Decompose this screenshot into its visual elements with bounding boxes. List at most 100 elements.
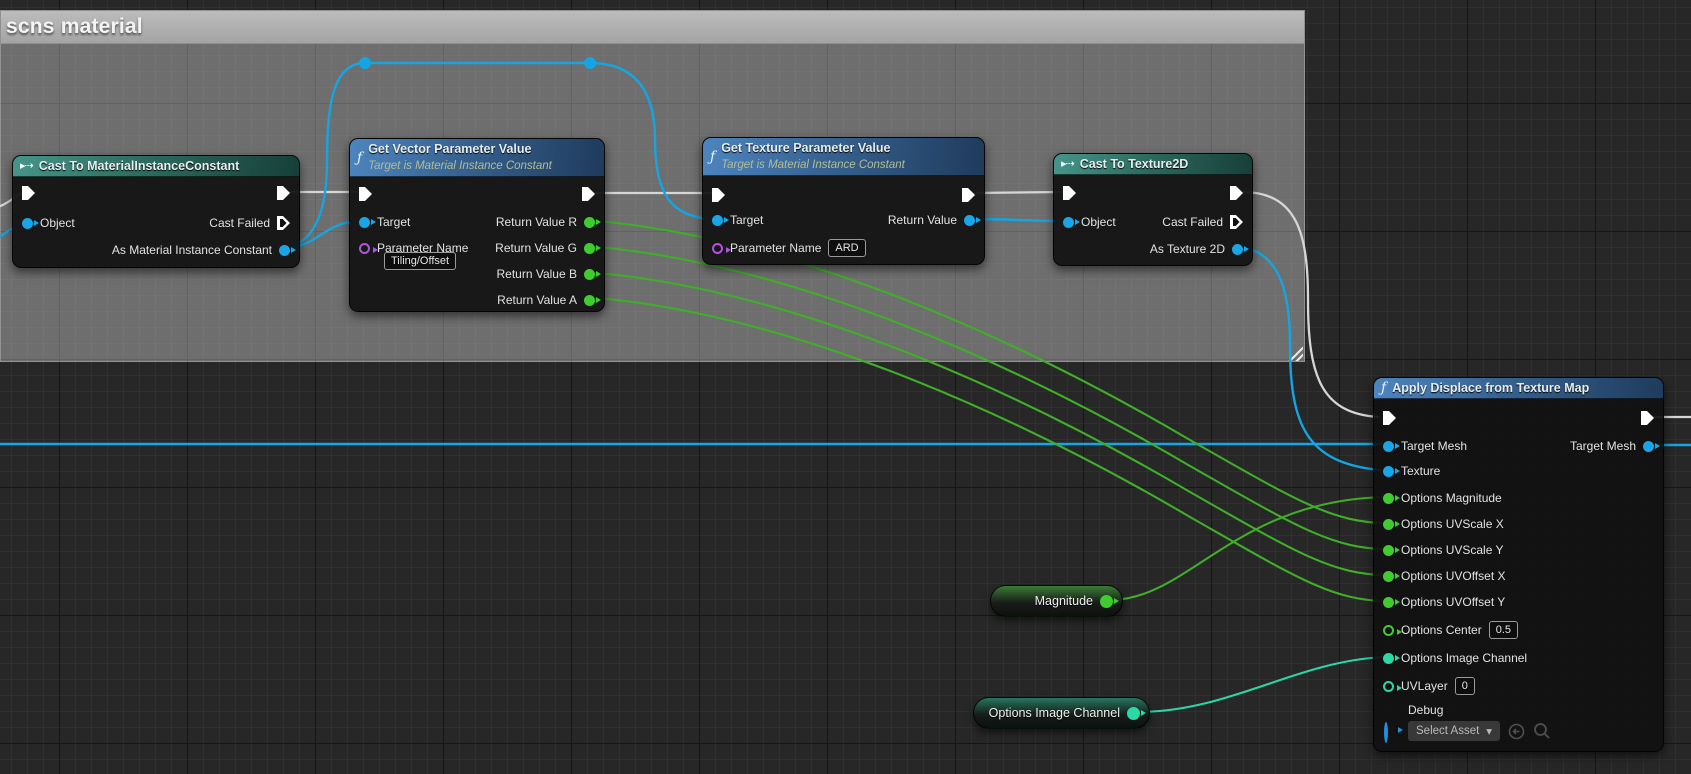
node-header[interactable]: ▸⇢ Cast To Texture2D <box>1054 154 1252 175</box>
pin-label: Options UVOffset X <box>1401 569 1506 583</box>
target-pin[interactable] <box>359 216 376 228</box>
comment-header[interactable]: scns material <box>0 10 1305 44</box>
options-image-channel-output-pin[interactable] <box>1127 706 1146 720</box>
use-selected-icon[interactable] <box>1508 723 1525 740</box>
node-header[interactable]: ƒ Get Vector Parameter Value Target is M… <box>350 139 604 177</box>
exec-in-pin[interactable] <box>22 186 35 200</box>
exec-in-pin[interactable] <box>359 187 372 201</box>
variable-node-options-image-channel[interactable]: Options Image Channel <box>973 697 1150 729</box>
comment-title-text: scns material <box>6 15 143 38</box>
function-icon: ƒ <box>357 149 363 166</box>
node-get-texture-parameter-value[interactable]: ƒ Get Texture Parameter Value Target is … <box>702 137 985 265</box>
node-cast-to-materialinstanceconstant[interactable]: ▸⇢ Cast To MaterialInstanceConstant Obje… <box>12 155 300 268</box>
pin-label: Return Value R <box>495 215 577 229</box>
function-icon: ƒ <box>710 148 716 165</box>
options-uvoffset-y-pin[interactable] <box>1383 596 1400 608</box>
pin-label: Return Value A <box>497 293 577 307</box>
options-magnitude-pin[interactable] <box>1383 492 1400 504</box>
return-value-r-pin[interactable] <box>584 216 601 228</box>
pin-label: Options Image Channel <box>1401 651 1528 665</box>
pin-label: Parameter Name <box>730 241 822 255</box>
parameter-name-pin[interactable] <box>712 242 731 254</box>
chevron-down-icon: ▾ <box>1486 726 1493 738</box>
pin-label: Cast Failed <box>209 216 270 230</box>
pin-label: Return Value <box>887 213 957 227</box>
node-cast-to-texture2d[interactable]: ▸⇢ Cast To Texture2D Object Cast Failed … <box>1053 153 1253 266</box>
exec-in-pin[interactable] <box>1383 411 1396 425</box>
pin-label: As Texture 2D <box>1149 242 1225 256</box>
cast-failed-pin[interactable] <box>1230 215 1243 229</box>
node-subtitle: Target is Material Instance Constant <box>721 158 905 171</box>
cast-failed-pin[interactable] <box>277 216 290 230</box>
options-uvscale-y-pin[interactable] <box>1383 544 1400 556</box>
target-mesh-out-pin[interactable] <box>1643 440 1660 452</box>
magnitude-output-pin[interactable] <box>1100 594 1119 608</box>
wire-magnitude-optmagnitude <box>1110 495 1388 602</box>
pin-label: Options UVScale X <box>1401 517 1504 531</box>
pin-label: UVLayer <box>1401 679 1448 693</box>
as-texture-2d-pin[interactable] <box>1232 243 1249 255</box>
exec-in-pin[interactable] <box>712 188 725 202</box>
browse-search-icon[interactable] <box>1533 722 1551 740</box>
parameter-name-pin[interactable] <box>359 242 378 254</box>
exec-out-pin[interactable] <box>1641 411 1654 425</box>
uvlayer-pin[interactable] <box>1383 680 1402 692</box>
node-apply-displace-from-texture-map[interactable]: ƒ Apply Displace from Texture Map Target… <box>1373 377 1664 752</box>
exec-out-pin[interactable] <box>582 187 595 201</box>
options-uvscale-x-pin[interactable] <box>1383 518 1400 530</box>
node-get-vector-parameter-value[interactable]: ƒ Get Vector Parameter Value Target is M… <box>349 138 605 312</box>
options-center-pin[interactable] <box>1383 624 1402 636</box>
wire-imagechannel-pill-pin <box>1136 655 1388 714</box>
pin-label: Options Magnitude <box>1401 491 1502 505</box>
return-value-a-pin[interactable] <box>584 294 601 306</box>
node-title: Cast To Texture2D <box>1079 157 1189 171</box>
pin-label: Target Mesh <box>1401 439 1468 453</box>
pin-label: Options UVScale Y <box>1401 543 1504 557</box>
select-asset-label: Select Asset <box>1416 725 1480 737</box>
pin-label: Parameter Name <box>377 241 469 255</box>
return-value-pin[interactable] <box>964 214 981 226</box>
uvlayer-field[interactable]: 0 <box>1454 677 1475 695</box>
object-pin[interactable] <box>22 217 39 229</box>
debug-pin-label: Debug <box>1408 703 1444 717</box>
variable-label: Magnitude <box>1034 594 1093 608</box>
pin-label: Options Center <box>1401 623 1482 637</box>
pin-label: Cast Failed <box>1162 215 1223 229</box>
object-pin[interactable] <box>1063 216 1080 228</box>
cast-icon: ▸⇢ <box>1061 157 1075 170</box>
select-asset-dropdown[interactable]: Select Asset ▾ <box>1408 721 1501 741</box>
function-icon: ƒ <box>1381 380 1387 396</box>
node-header[interactable]: ƒ Apply Displace from Texture Map <box>1374 378 1663 399</box>
pin-label: Target <box>730 213 764 227</box>
node-title: Get Vector Parameter Value <box>368 142 532 156</box>
node-title: Apply Displace from Texture Map <box>1392 381 1590 395</box>
parameter-name-field[interactable]: ARD <box>828 239 866 257</box>
node-header[interactable]: ƒ Get Texture Parameter Value Target is … <box>703 138 984 176</box>
variable-label: Options Image Channel <box>988 706 1120 720</box>
debug-pin[interactable] <box>1384 722 1388 743</box>
target-pin[interactable] <box>712 214 729 226</box>
exec-out-pin[interactable] <box>962 188 975 202</box>
node-title: Get Texture Parameter Value <box>721 141 891 155</box>
parameter-name-field[interactable]: Tiling/Offset <box>384 252 457 270</box>
pin-label: Object <box>1081 215 1116 229</box>
pin-label: As Material Instance Constant <box>111 243 272 257</box>
exec-out-pin[interactable] <box>277 186 290 200</box>
exec-in-pin[interactable] <box>1063 186 1076 200</box>
node-title: Cast To MaterialInstanceConstant <box>38 159 240 173</box>
exec-out-pin[interactable] <box>1230 186 1243 200</box>
pin-label: Options UVOffset Y <box>1401 595 1506 609</box>
options-center-field[interactable]: 0.5 <box>1488 621 1519 639</box>
target-mesh-pin[interactable] <box>1383 440 1400 452</box>
texture-pin[interactable] <box>1383 465 1400 477</box>
return-value-g-pin[interactable] <box>584 242 601 254</box>
options-uvoffset-x-pin[interactable] <box>1383 570 1400 582</box>
variable-node-magnitude[interactable]: Magnitude <box>990 585 1123 617</box>
return-value-b-pin[interactable] <box>584 268 601 280</box>
pin-label: Target <box>377 215 411 229</box>
options-image-channel-pin[interactable] <box>1383 652 1400 664</box>
node-header[interactable]: ▸⇢ Cast To MaterialInstanceConstant <box>13 156 299 177</box>
as-material-instance-constant-pin[interactable] <box>279 244 296 256</box>
pin-label: Return Value B <box>496 267 578 281</box>
